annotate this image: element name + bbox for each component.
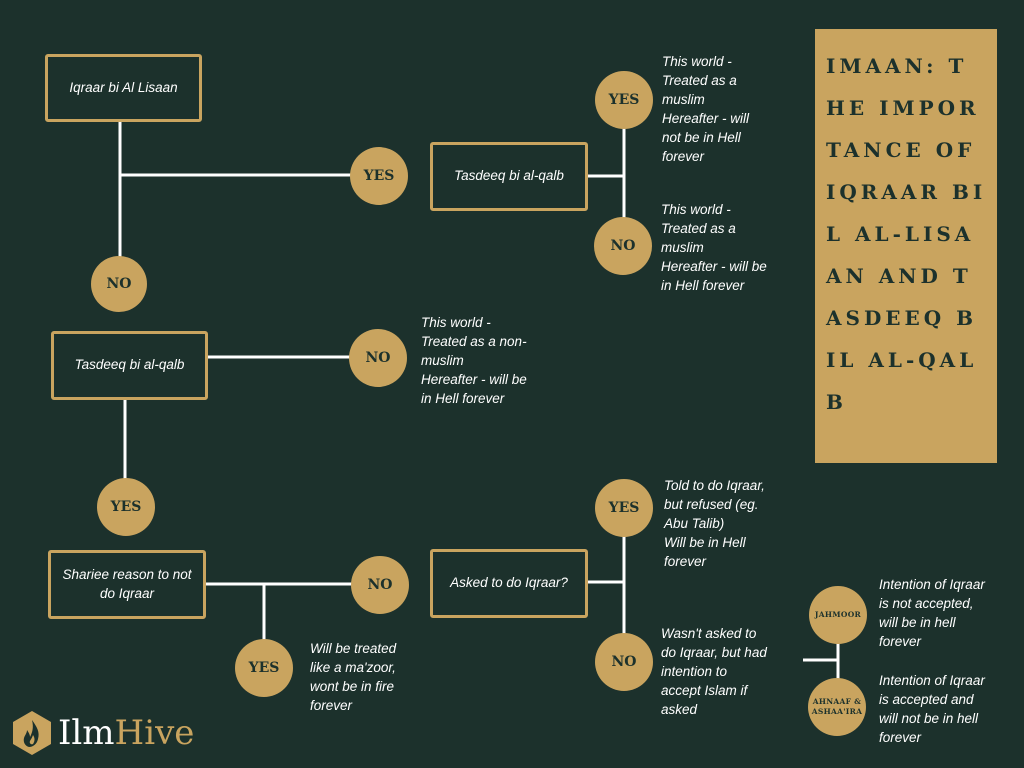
no-circle: NO bbox=[91, 256, 147, 312]
note-non-muslim: This world - Treated as a non- muslim He… bbox=[421, 315, 527, 406]
yes-circle: YES bbox=[97, 478, 155, 536]
note-mazoor: Will be treated like a ma'zoor, wont be … bbox=[310, 641, 397, 713]
tasdeeq-mid-box: Tasdeeq bi al-qalb bbox=[51, 331, 208, 400]
logo-wordmark-hive: Hive bbox=[114, 713, 195, 753]
yes-circle: YES bbox=[595, 71, 653, 129]
note-jahmoor: Intention of Iqraar is not accepted, wil… bbox=[879, 577, 985, 649]
iqraar-bi-al-lisaan-box: Iqraar bi Al Lisaan bbox=[45, 54, 202, 122]
yes-circle: YES bbox=[235, 639, 293, 697]
no-circle: NO bbox=[595, 633, 653, 691]
note-ahnaaf: Intention of Iqraar is accepted and will… bbox=[879, 673, 985, 745]
page-title: IMAAN: THE IMPORTANCE OF IQRAAR BIL AL-L… bbox=[826, 54, 987, 414]
note-not-asked: Wasn't asked to do Iqraar, but had inten… bbox=[661, 626, 767, 717]
note-no-muslim-hell: This world - Treated as a muslim Hereaft… bbox=[661, 202, 767, 293]
note-yes-muslim: This world - Treated as a muslim Hereaft… bbox=[662, 54, 750, 164]
asked-to-do-iqraar-box: Asked to do Iqraar? bbox=[430, 549, 588, 618]
logo-wordmark-ilm: Ilm bbox=[58, 713, 115, 753]
title-panel: IMAAN: THE IMPORTANCE OF IQRAAR BIL AL-L… bbox=[815, 29, 997, 463]
no-circle: NO bbox=[594, 217, 652, 275]
shariee-reason-box: Shariee reason to not do Iqraar bbox=[48, 550, 206, 619]
yes-circle: YES bbox=[595, 479, 653, 537]
no-circle: NO bbox=[351, 556, 409, 614]
flame-hexagon-icon bbox=[13, 711, 51, 755]
no-circle: NO bbox=[349, 329, 407, 387]
ahnaaf-ashaaira-circle: AHNAAF & ASHAA'IRA bbox=[808, 678, 866, 736]
yes-circle: YES bbox=[350, 147, 408, 205]
tasdeeq-top-box: Tasdeeq bi al-qalb bbox=[430, 142, 588, 211]
jahmoor-circle: JAHMOOR bbox=[809, 586, 867, 644]
note-refused-iqraar: Told to do Iqraar, but refused (eg. Abu … bbox=[664, 478, 765, 569]
